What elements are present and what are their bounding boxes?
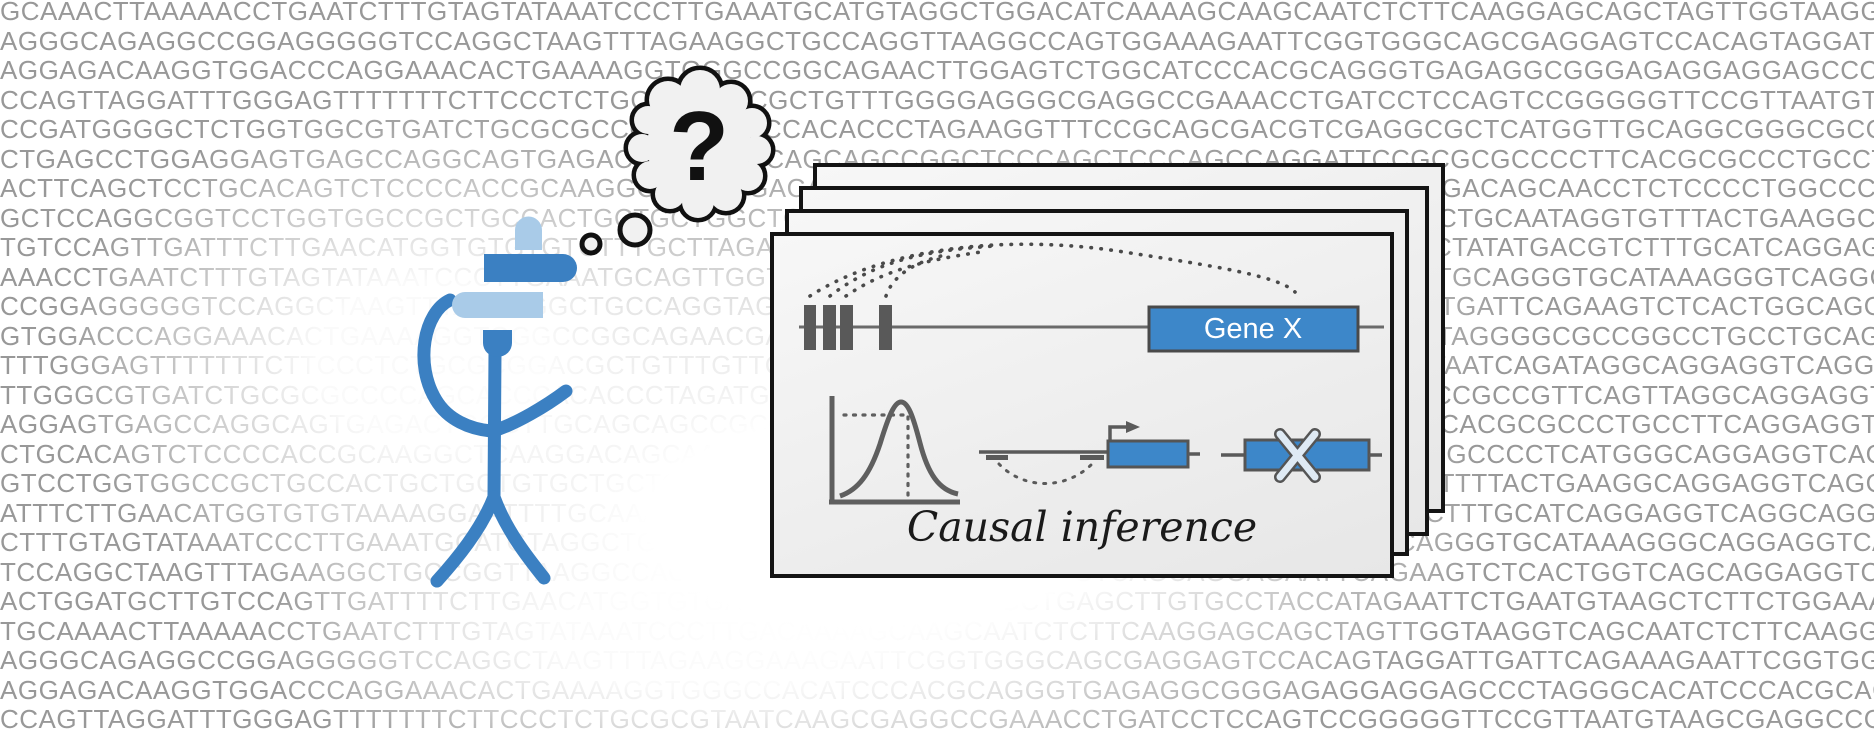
card-caption: Causal inference xyxy=(907,503,1257,551)
gene-x-label: Gene X xyxy=(1204,313,1302,345)
dna-row: CCAGTTAGGATTTGGGAGTTTTTTTCTTCCCTCTGCGCGT… xyxy=(0,704,1874,732)
dna-row: AGGGCAGAGGCCGGAGGGGGTCCAGGCTAAGTTTAGAAGG… xyxy=(0,25,1874,56)
dna-row: CCGATGGGGCTCTGGTGGCGTGATCTGCGCGCCCCAGCAC… xyxy=(0,114,1874,144)
dna-row: AGGAGACAAGGTGGACCCAGGAAACACTGAAAAGGTGGGC… xyxy=(0,55,1874,85)
dna-row: TGCAAAACTTAAAAACCTGAATCTTTGTAGTATAAATCCC… xyxy=(0,615,1874,646)
gene-track-icon: Gene X xyxy=(799,242,1384,353)
knockout-gene-icon xyxy=(1221,428,1382,483)
card-front-artwork: Gene X xyxy=(799,242,1384,551)
dna-row: AGGAGACAAGGTGGACCCAGGAAACACTGAAAAGGTGGGC… xyxy=(0,674,1874,705)
dna-row: ACTGGATGCTTGTCCAGTTGATTTTCTTGAACATGGTGTG… xyxy=(0,586,1874,616)
tss-arrow-icon xyxy=(1108,421,1140,441)
x-mark-icon xyxy=(1274,428,1321,483)
eqtl-dotted-arcs-icon xyxy=(808,242,1297,298)
exon-marks-icon xyxy=(804,305,892,350)
dna-row: AGGGCAGAGGCCGGAGGGGGTCCAGGCTAAGTTTAGAAGG… xyxy=(0,645,1874,675)
gene-x-box: Gene X xyxy=(1147,305,1360,353)
card-front: Gene X xyxy=(770,232,1394,578)
dna-row: GCAAACTTAAAAACCTGAATCTTTGTAGTATAAATCCCTT… xyxy=(0,0,1874,26)
dna-row: CCAGTTAGGATTTGGGAGTTTTTTTCTTCCCTCTGCGCGG… xyxy=(0,84,1874,115)
enhancer-loop-icon xyxy=(979,421,1200,485)
distribution-curve-icon xyxy=(829,396,960,505)
